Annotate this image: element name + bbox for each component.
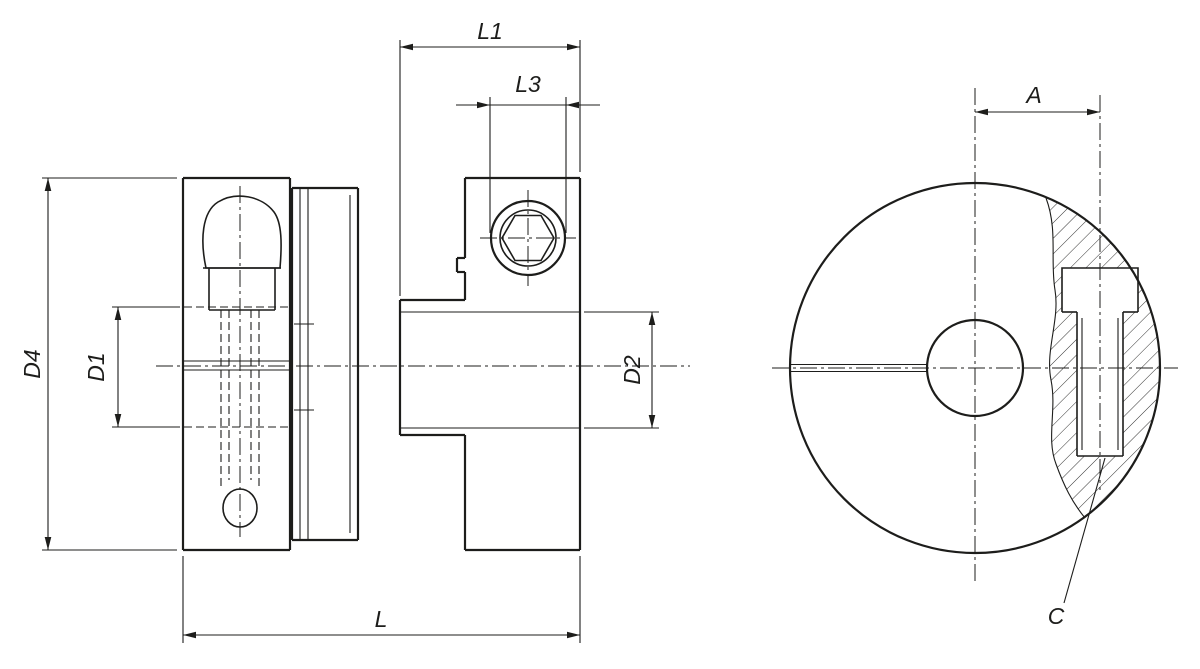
dimension-d2: D2 (584, 311, 659, 429)
dim-label-c: C (1048, 603, 1065, 629)
dim-label-l1: L1 (477, 18, 503, 44)
clamp-slot (790, 363, 927, 373)
center-disc (290, 186, 360, 542)
dimension-a: A (975, 82, 1100, 116)
dimension-d4: D4 (19, 177, 177, 551)
side-section-view: L1 L3 D4 D1 (19, 18, 690, 643)
dim-label-l: L (375, 606, 388, 632)
break-line (1045, 197, 1086, 519)
dimension-l: L (182, 556, 581, 643)
dimension-d1: D1 (83, 306, 180, 428)
socket-screw-head (480, 190, 576, 286)
dim-label-d2: D2 (619, 355, 645, 385)
clamp-screw-left-hub (202, 186, 282, 537)
right-hub (398, 176, 582, 552)
dim-label-l3: L3 (515, 71, 541, 97)
leader-line-c (1063, 457, 1106, 604)
left-hub (181, 176, 292, 552)
dimension-l3: L3 (456, 71, 600, 233)
dim-label-d1: D1 (83, 352, 109, 381)
dim-label-a: A (1024, 82, 1041, 108)
label-c: C (1048, 457, 1106, 629)
dim-label-d4: D4 (19, 349, 45, 378)
front-view: A C (772, 82, 1178, 629)
dimension-l1: L1 (399, 18, 581, 296)
front-view-centerlines (772, 88, 1178, 585)
